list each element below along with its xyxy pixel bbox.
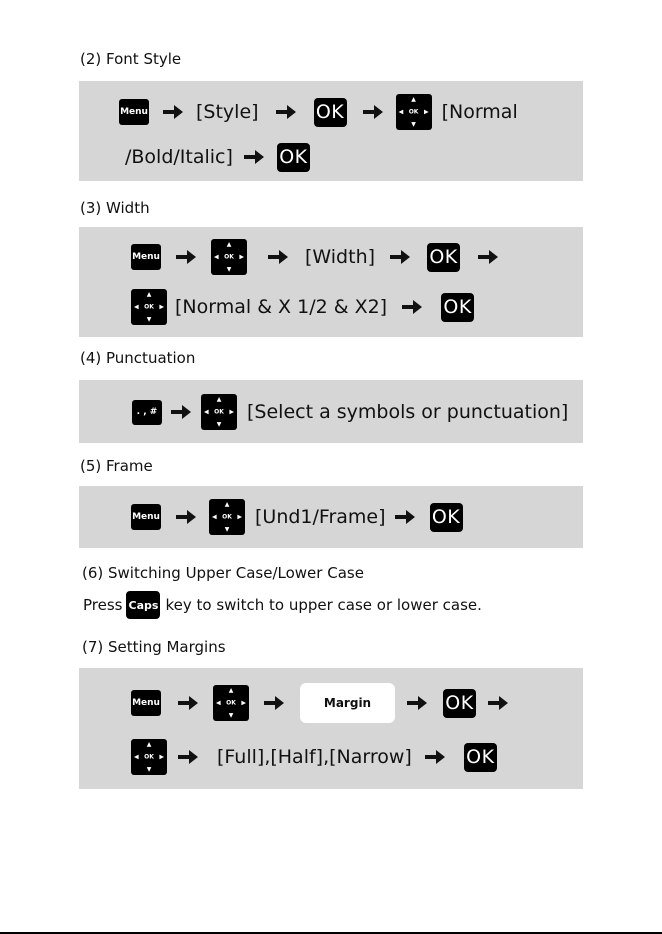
arrow-right-icon (243, 148, 265, 166)
navigation-key: ▲▼ ◀▶ OK (131, 289, 167, 325)
frame-panel: Menu ▲▼ ◀▶ OK [Und1/Frame] OK (79, 486, 583, 548)
arrow-right-icon (267, 248, 289, 266)
caps-key: Caps (126, 591, 161, 619)
ok-key: OK (276, 142, 310, 172)
navigation-key: ▲▼ ◀▶ OK (211, 239, 247, 275)
arrow-right-icon (477, 248, 499, 266)
navigation-key: ▲▼ ◀▶ OK (395, 94, 432, 130)
ok-key: OK (313, 97, 347, 127)
arrow-right-icon (263, 694, 285, 712)
width-panel: Menu ▲▼ ◀▶ OK [Width] OK ▲▼ ◀▶ OK [Norma… (79, 227, 583, 337)
menu-key: Menu (131, 504, 161, 530)
arrow-right-icon (177, 694, 199, 712)
margins-panel: Menu ▲▼ ◀▶ OK Margin OK ▲▼ ◀▶ OK [Full],… (79, 668, 583, 789)
ok-key: OK (427, 242, 461, 272)
navigation-key: ▲▼ ◀▶ OK (131, 739, 167, 775)
arrow-right-icon (275, 103, 297, 121)
menu-key: Menu (131, 690, 161, 716)
page-bottom-rule (0, 932, 662, 934)
punctuation-options: [Select a symbols or punctuation] (247, 401, 569, 423)
arrow-right-icon (177, 748, 199, 766)
heading-punctuation: (4) Punctuation (80, 349, 196, 367)
switching-description: key to switch to upper case or lower cas… (165, 596, 482, 614)
style-label: [Style] (196, 101, 259, 123)
navigation-key: ▲▼ ◀▶ OK (213, 685, 249, 721)
ok-key: OK (463, 742, 497, 772)
menu-key: Menu (131, 244, 161, 270)
width-label: [Width] (305, 246, 376, 268)
heading-frame: (5) Frame (80, 457, 153, 475)
arrow-right-icon (175, 248, 197, 266)
heading-width: (3) Width (80, 199, 150, 217)
heading-switching-case: (6) Switching Upper Case/Lower Case (82, 564, 364, 582)
arrow-right-icon (406, 694, 428, 712)
arrow-right-icon (487, 694, 509, 712)
heading-font-style: (2) Font Style (80, 50, 182, 68)
navigation-key: ▲▼ ◀▶ OK (209, 499, 245, 535)
arrow-right-icon (162, 103, 184, 121)
ok-key: OK (429, 502, 463, 532)
normal-option: [Normal (441, 101, 518, 123)
margin-key: Margin (300, 683, 395, 723)
arrow-right-icon (175, 508, 197, 526)
arrow-right-icon (170, 403, 192, 421)
arrow-right-icon (394, 508, 416, 526)
punctuation-key: . , # (132, 399, 162, 425)
arrow-right-icon (389, 248, 411, 266)
press-label: Press (83, 596, 123, 614)
arrow-right-icon (362, 103, 384, 121)
switching-instruction: Press Caps key to switch to upper case o… (83, 590, 482, 620)
frame-options: [Und1/Frame] (255, 506, 386, 528)
arrow-right-icon (401, 298, 423, 316)
ok-key: OK (443, 688, 476, 718)
punctuation-panel: . , # ▲▼ ◀▶ OK [Select a symbols or punc… (79, 380, 583, 443)
navigation-key: ▲▼ ◀▶ OK (201, 394, 237, 430)
margin-options: [Full],[Half],[Narrow] (217, 746, 412, 768)
arrow-right-icon (424, 748, 446, 766)
ok-key: OK (441, 292, 475, 322)
font-style-panel: Menu [Style] OK ▲▼ ◀▶ OK [Normal /Bold/I… (79, 81, 583, 181)
menu-key: Menu (119, 99, 149, 125)
font-style-options: /Bold/Italic] (125, 146, 233, 168)
width-options: [Normal & X 1/2 & X2] (175, 296, 388, 318)
heading-setting-margins: (7) Setting Margins (82, 638, 226, 656)
